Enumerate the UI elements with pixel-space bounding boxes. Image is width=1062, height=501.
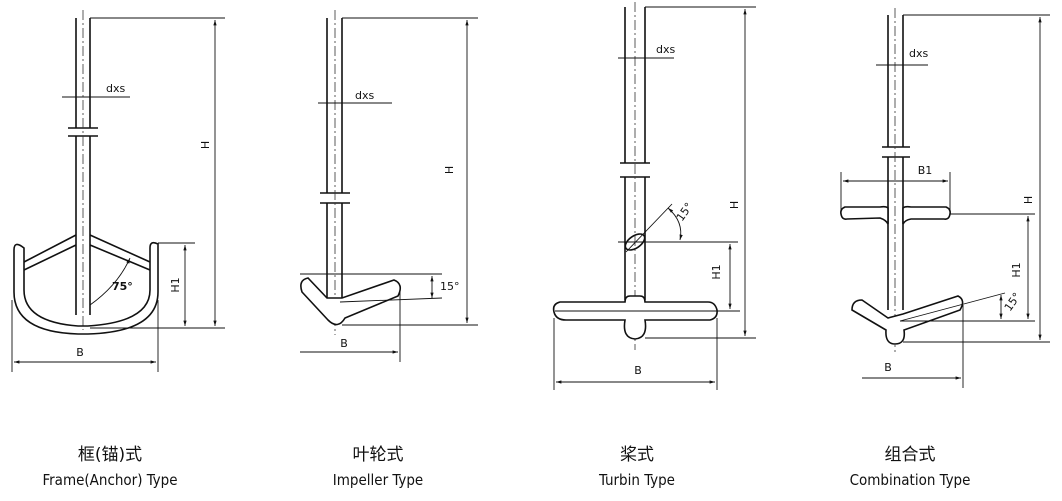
combination-agitator: dxs B1 H H1 15° B	[840, 8, 1050, 388]
height-dim-label: H	[728, 201, 741, 209]
angle-label: 15°	[1002, 290, 1024, 313]
impeller-agitator: dxs H 15° B	[300, 10, 478, 362]
width-dim-label: B	[634, 364, 642, 377]
caption-en-combination: Combination Type	[849, 471, 971, 489]
turbin-agitator: dxs 15° H H1 B	[552, 2, 756, 390]
angle-label: 75°	[112, 280, 133, 293]
caption-en-frame: Frame(Anchor) Type	[42, 471, 178, 489]
frame-anchor-agitator: dxs H H1 75° B	[11, 10, 225, 372]
width-dim-label: B	[340, 337, 348, 350]
height-dim-label: H	[443, 166, 456, 174]
shaft-dim-label: dxs	[909, 47, 928, 60]
angle-label: 15°	[674, 200, 696, 223]
blade-height-dim-label: H1	[169, 277, 182, 292]
angle-label: 15°	[440, 280, 460, 293]
caption-en-impeller: Impeller Type	[332, 471, 424, 489]
caption-cn-frame: 框(锚)式	[77, 445, 143, 465]
shaft-dim-label: dxs	[656, 43, 675, 56]
upper-width-dim-label: B1	[918, 164, 933, 177]
caption-cn-impeller: 叶轮式	[352, 445, 404, 465]
caption-cn-combination: 组合式	[884, 445, 936, 465]
blade-height-dim-label: H1	[1010, 262, 1023, 277]
width-dim-label: B	[884, 361, 892, 374]
height-dim-label: H	[199, 141, 212, 149]
height-dim-label: H	[1022, 196, 1035, 204]
blade-height-dim-label: H1	[710, 264, 723, 279]
caption-en-turbin: Turbin Type	[599, 471, 675, 489]
caption-cn-turbin: 桨式	[620, 445, 654, 465]
width-dim-label: B	[76, 346, 84, 359]
shaft-dim-label: dxs	[355, 89, 374, 102]
shaft-dim-label: dxs	[106, 82, 125, 95]
